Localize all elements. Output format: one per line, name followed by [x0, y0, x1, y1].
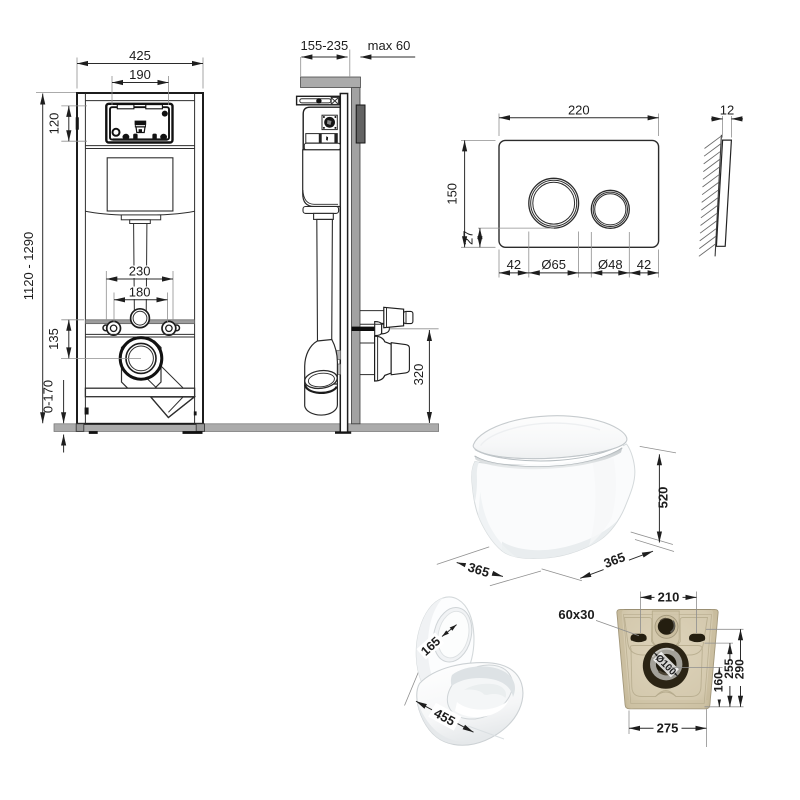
svg-text:230: 230 [129, 264, 151, 279]
svg-text:150: 150 [444, 183, 459, 205]
svg-text:135: 135 [46, 328, 61, 350]
svg-text:220: 220 [568, 102, 590, 117]
svg-text:180: 180 [129, 284, 151, 299]
svg-text:12: 12 [720, 102, 734, 117]
svg-text:27: 27 [461, 230, 476, 244]
svg-text:520: 520 [656, 487, 671, 509]
svg-text:1120 - 1290: 1120 - 1290 [21, 232, 36, 300]
svg-text:0-170: 0-170 [41, 380, 56, 413]
svg-text:365: 365 [466, 559, 491, 580]
svg-text:42: 42 [507, 257, 521, 272]
svg-text:255: 255 [722, 658, 736, 678]
svg-text:Ø48: Ø48 [598, 257, 623, 272]
svg-text:160: 160 [711, 672, 725, 692]
svg-text:max 60: max 60 [368, 38, 411, 53]
svg-text:290: 290 [733, 659, 747, 679]
svg-text:120: 120 [47, 113, 62, 135]
svg-text:425: 425 [129, 48, 151, 63]
svg-text:60x30: 60x30 [558, 607, 594, 622]
svg-text:210: 210 [658, 590, 680, 605]
svg-text:155-235: 155-235 [301, 38, 349, 53]
svg-text:365: 365 [602, 549, 628, 571]
svg-text:320: 320 [411, 364, 426, 386]
svg-text:190: 190 [129, 67, 151, 82]
svg-text:275: 275 [657, 721, 679, 736]
svg-text:42: 42 [637, 257, 651, 272]
svg-text:Ø65: Ø65 [541, 257, 566, 272]
